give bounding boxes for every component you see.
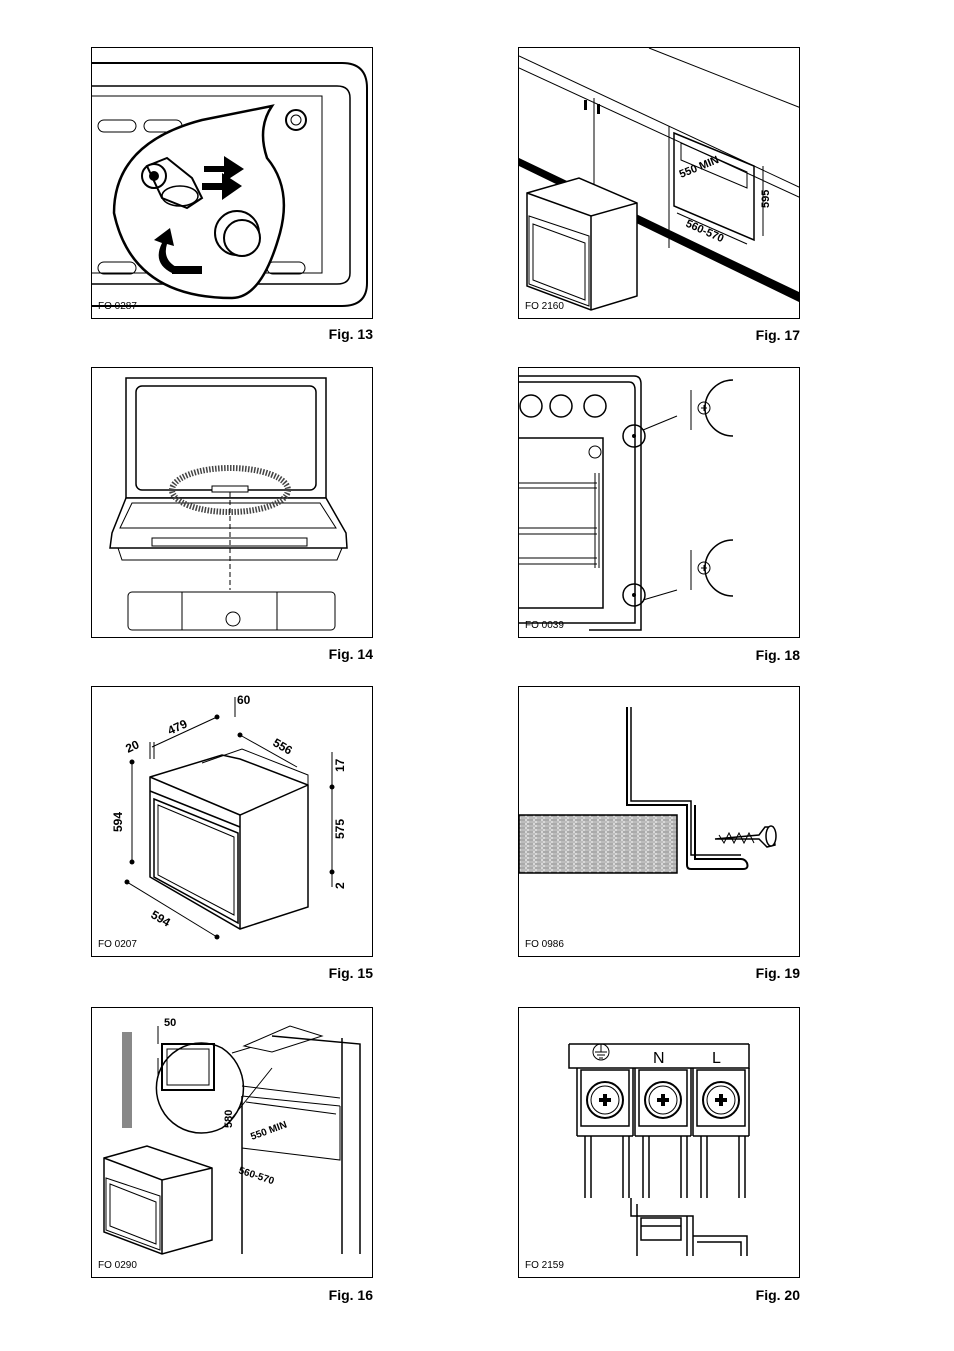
fig16-caption: Fig. 16 bbox=[328, 1287, 373, 1303]
figure-14-panel bbox=[91, 367, 373, 638]
fig20-caption: Fig. 20 bbox=[755, 1287, 800, 1303]
screw-icon bbox=[586, 1081, 624, 1119]
fig16-580-label: 580 bbox=[223, 1110, 235, 1128]
fig15-caption: Fig. 15 bbox=[328, 965, 373, 981]
screw-icon bbox=[702, 1081, 740, 1119]
fig20-terminal-drawing: N L bbox=[568, 1043, 750, 1256]
figure-17-panel: 595 550 MIN 560-570 FO 2160 bbox=[518, 47, 800, 319]
fig15-dimensions-drawing: 594 594 575 17 2 556 479 60 20 bbox=[111, 693, 347, 940]
fig13-lamp-drawing bbox=[92, 62, 368, 307]
fig20-l-label: L bbox=[712, 1050, 721, 1067]
fig20-code: FO 2159 bbox=[525, 1260, 564, 1271]
fig15-code: FO 0207 bbox=[98, 939, 137, 950]
figure-13-panel: FO 0287 bbox=[91, 47, 373, 319]
fig16-cabinet-drawing: 50 580 550 MIN 560-570 bbox=[103, 1017, 361, 1255]
fig18-code: FO 0039 bbox=[525, 620, 564, 631]
fig13-code: FO 0287 bbox=[98, 301, 137, 312]
fig15-2-label: 2 bbox=[333, 882, 347, 889]
fig19-code: FO 0986 bbox=[525, 939, 564, 950]
fig17-caption: Fig. 17 bbox=[755, 327, 800, 343]
fig16-width-label: 560-570 bbox=[237, 1165, 276, 1187]
screw-icon bbox=[644, 1081, 682, 1119]
fig15-17-label: 17 bbox=[333, 758, 347, 772]
fig19-caption: Fig. 19 bbox=[755, 965, 800, 981]
fig20-n-label: N bbox=[653, 1050, 665, 1067]
fig15-height-label: 594 bbox=[111, 812, 125, 832]
fig16-50-label: 50 bbox=[164, 1017, 176, 1029]
fig15-60-label: 60 bbox=[237, 693, 251, 707]
fig14-door-drawing bbox=[109, 377, 348, 631]
fig16-min-label: 550 MIN bbox=[249, 1120, 288, 1143]
figure-20-panel: N L bbox=[518, 1007, 800, 1278]
figure-15-panel: 594 594 575 17 2 556 479 60 20 FO 0207 bbox=[91, 686, 373, 957]
fig15-575-label: 575 bbox=[333, 819, 347, 839]
fig15-20-label: 20 bbox=[123, 737, 141, 755]
figure-16-panel: 50 580 550 MIN 560-570 FO 0290 bbox=[91, 1007, 373, 1278]
fig13-caption: Fig. 13 bbox=[328, 326, 373, 342]
earth-terminal-icon bbox=[592, 1043, 610, 1061]
figure-19-panel: FO 0986 bbox=[518, 686, 800, 957]
fig17-min-label: 550 MIN bbox=[678, 154, 721, 181]
fig16-code: FO 0290 bbox=[98, 1260, 137, 1271]
fig17-installation-drawing: 595 550 MIN 560-570 bbox=[519, 48, 799, 311]
fig17-height-label: 595 bbox=[760, 190, 772, 208]
fig15-width-label: 594 bbox=[149, 907, 174, 929]
fig18-screws-drawing bbox=[519, 375, 734, 631]
fig17-code: FO 2160 bbox=[525, 301, 564, 312]
fig14-caption: Fig. 14 bbox=[328, 646, 373, 662]
fig19-bracket-drawing bbox=[519, 707, 777, 874]
fig15-479-label: 479 bbox=[165, 716, 189, 737]
figure-18-panel: FO 0039 bbox=[518, 367, 800, 638]
fig18-caption: Fig. 18 bbox=[755, 647, 800, 663]
